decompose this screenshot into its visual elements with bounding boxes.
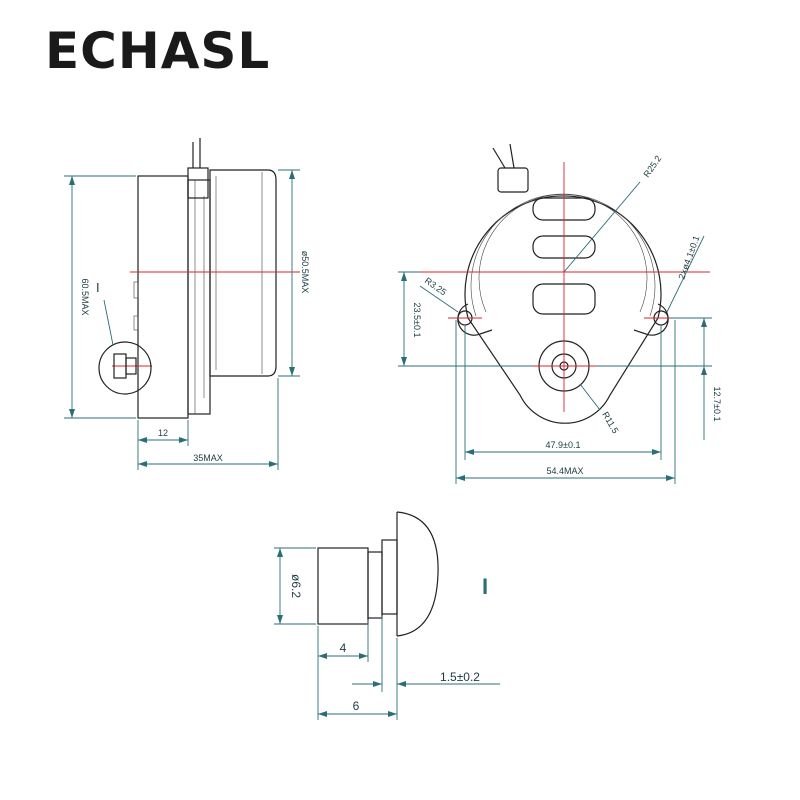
side-detail-circle (98, 341, 152, 395)
side-length-label: 60.5MAX (80, 278, 90, 315)
front-housing-outline (464, 195, 662, 424)
detail-gear-shoulder (367, 551, 383, 619)
detail-total-length-label: 6 (353, 699, 360, 713)
detail-gap-label: 1.5±0.2 (440, 670, 480, 684)
front-radius-bottom-label: R11.5 (600, 410, 620, 435)
detail-housing-arc (396, 511, 439, 637)
detail-view: I ø6.2 4 1.5±0.2 (274, 511, 500, 720)
side-rear-housing (137, 175, 189, 419)
front-left-ear (457, 303, 493, 336)
front-view: R25.2 2×ø4.1±0.1 R3.25 23.5±0.1 R11.5 12… (398, 143, 722, 484)
side-wires (192, 138, 201, 168)
detail-gear-length-label: 4 (340, 641, 347, 655)
front-width-label: 54.4MAX (546, 466, 583, 476)
front-hole-spacing-label: 47.9±0.1 (546, 440, 581, 450)
side-cable-clip (187, 167, 209, 199)
brand-title: ECHASL (45, 22, 271, 80)
side-diameter-label: ø50.5MAX (300, 251, 310, 294)
front-radius-top-label: R25.2 (641, 154, 663, 179)
front-height-label: 23.5±0.1 (412, 303, 422, 338)
front-cable-clip (497, 167, 529, 193)
detail-diameter-label: ø6.2 (289, 574, 303, 598)
side-gearbox-lip (187, 179, 211, 415)
detail-gear-hub (381, 539, 398, 615)
front-radius-ear-label: R3.25 (423, 275, 448, 297)
detail-marker: I (482, 574, 488, 599)
front-right-ear (633, 303, 669, 336)
front-hole-label: 2×ø4.1±0.1 (676, 234, 701, 280)
front-offset-label: 12.7±0.1 (712, 387, 722, 422)
side-detail-marker: I (96, 280, 100, 295)
side-depth-label: 35MAX (193, 453, 223, 463)
side-front-housing (209, 169, 277, 377)
front-wires (492, 143, 515, 169)
side-shaft-offset-label: 12 (158, 428, 168, 438)
side-view: I 60.5MAX ø50.5MAX 12 (64, 138, 310, 470)
detail-gear-teeth (317, 547, 369, 625)
